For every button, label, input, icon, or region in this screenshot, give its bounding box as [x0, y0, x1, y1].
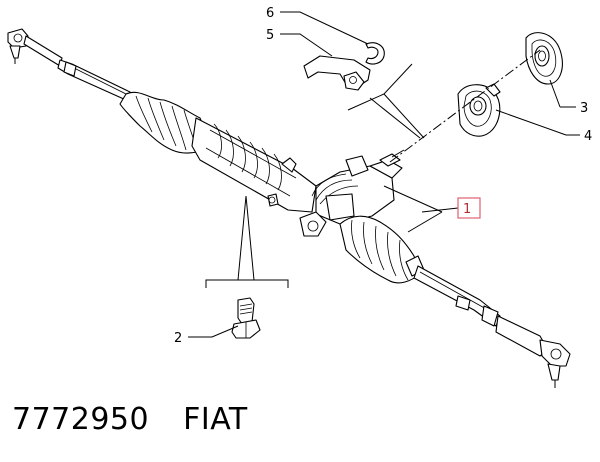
- flange-seal-3: [525, 32, 563, 85]
- callout-3: 3: [580, 101, 588, 116]
- callout-5: 5: [266, 28, 274, 43]
- left-tie-rod: [57, 59, 131, 101]
- callout-6: 6: [266, 6, 274, 21]
- right-tie-rod-end: [495, 315, 571, 388]
- assembly-axis-line: [389, 49, 541, 163]
- part-number: 7772950: [12, 402, 150, 437]
- callout-1: 1: [463, 202, 471, 217]
- group-bracket-lower: [205, 195, 289, 288]
- mounting-bolt: [231, 297, 261, 339]
- brand-name: FIAT: [183, 402, 248, 437]
- part-caption: 7772950 FIAT: [12, 402, 248, 437]
- right-bellows-boot: [339, 215, 425, 284]
- group-bracket-upper: [347, 63, 425, 139]
- pinion-valve-body: [299, 149, 405, 237]
- callout-2: 2: [174, 331, 182, 346]
- circlip: [365, 42, 385, 65]
- right-tie-rod: [413, 265, 501, 327]
- rack-housing: [191, 117, 317, 213]
- bracket-clamp: [303, 55, 371, 91]
- steering-rack-assembly: [7, 28, 571, 388]
- bushing-4: [457, 83, 501, 137]
- callout-4: 4: [584, 129, 592, 144]
- leader-lines: [188, 11, 580, 338]
- left-bellows-boot: [119, 91, 213, 154]
- left-tie-rod-end: [7, 28, 63, 67]
- callout-1-highlight-box: [457, 197, 481, 219]
